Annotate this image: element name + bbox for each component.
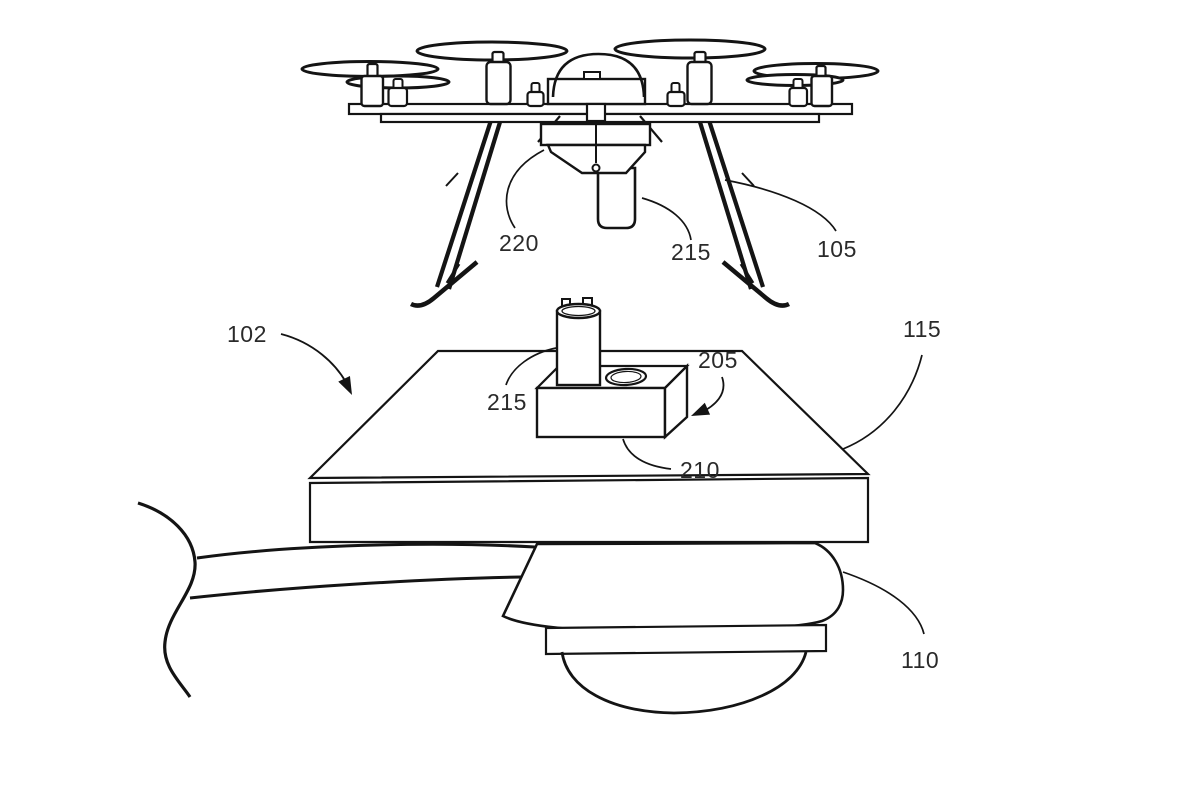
platform-front-face [308, 476, 870, 544]
slot-inner [610, 370, 642, 384]
ref-label-220: 220 [499, 230, 539, 256]
motor [686, 60, 713, 106]
drone [300, 38, 880, 308]
rotor-mid-right [613, 38, 767, 60]
ski-foot [409, 260, 479, 308]
ref-label-205: 205 [698, 347, 738, 373]
drone-battery-cylinder [596, 166, 637, 230]
leg-strut [446, 108, 507, 290]
ref-label-105: 105 [817, 236, 857, 262]
leg-strut [703, 107, 765, 288]
leg-rung [741, 172, 755, 187]
receptacle-slot [604, 367, 648, 387]
leg-strut [693, 108, 754, 290]
arrowhead-102 [338, 375, 352, 395]
box-front-face [535, 386, 667, 439]
canopy-dome [551, 52, 646, 98]
motor [387, 86, 409, 108]
ref-label-215-top: 215 [671, 239, 711, 265]
leader-115 [842, 354, 923, 450]
motor [485, 60, 512, 106]
arm-bottom-edge [189, 575, 522, 600]
body-hatch [583, 71, 601, 80]
station-battery-body [555, 309, 602, 387]
leader-lines [280, 149, 925, 635]
landing-gear-right [693, 107, 791, 308]
drone-body [546, 77, 647, 106]
motor [788, 86, 809, 108]
ref-label-115: 115 [903, 316, 941, 342]
leader-105 [724, 179, 837, 232]
leader-215-top [641, 197, 692, 241]
leader-215-bottom [505, 347, 557, 386]
probe-tip [591, 163, 601, 173]
leg-rung [445, 172, 459, 187]
motor [526, 90, 545, 108]
battery-exchange-module [534, 297, 690, 440]
leader-220 [505, 149, 545, 229]
motors [360, 50, 834, 108]
propeller [613, 38, 767, 60]
light-fixture [501, 541, 845, 715]
station-battery-rim [561, 305, 596, 317]
ref-label-102: 102 [227, 321, 267, 347]
arrowhead-205 [691, 402, 711, 416]
gimbal-mount [585, 102, 607, 123]
ref-label-110: 110 [901, 647, 939, 673]
leg-strut [435, 107, 497, 288]
fixture-band [544, 623, 828, 656]
fixture-head [501, 541, 845, 634]
ski-foot [721, 260, 791, 308]
pole-curve [137, 501, 197, 698]
ski-stub [739, 263, 755, 284]
leader-210 [622, 438, 672, 470]
leader-102 [280, 333, 350, 389]
leader-110 [842, 571, 925, 635]
motor [666, 90, 686, 108]
ref-label-210: 210 [680, 457, 720, 483]
reference-labels: 220 215 105 102 115 205 215 210 110 [227, 230, 941, 673]
box-right-face [663, 363, 689, 440]
motor [360, 74, 385, 108]
fixture-lens-dome [560, 651, 808, 715]
motor [810, 74, 834, 108]
ski-stub [445, 263, 461, 284]
ref-label-215-bottom: 215 [487, 389, 527, 415]
landing-gear-left [409, 107, 507, 308]
arm-top-edge [196, 542, 536, 560]
street-light-arm [137, 501, 536, 698]
